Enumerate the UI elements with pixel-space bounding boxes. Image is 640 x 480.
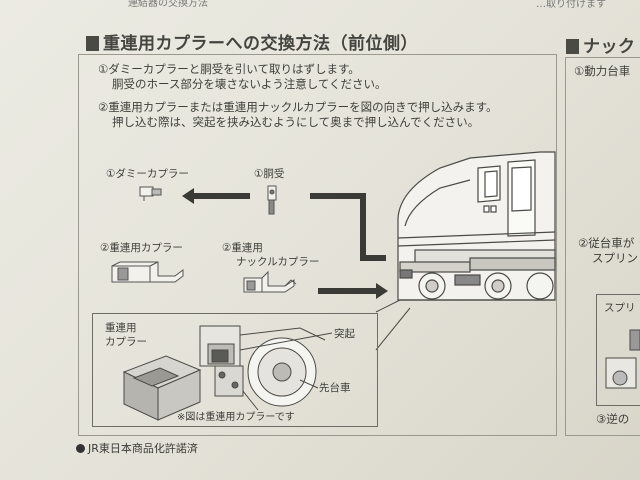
label-knuckle-line2: ナックルカプラー xyxy=(236,256,320,268)
body-mount-part xyxy=(267,185,277,215)
left-section-box xyxy=(78,54,557,436)
detail-label-coupler-line1: 重連用 xyxy=(105,322,137,334)
footer: JR東日本商品化許諾済 xyxy=(76,440,198,456)
step1-line2: 胴受のホース部分を壊さないよう注意してください。 xyxy=(112,77,387,91)
train-illustration xyxy=(397,151,556,301)
callout-pointer xyxy=(375,299,411,351)
arrow-bent xyxy=(310,193,386,261)
left-section-title-text: 重連用カプラーへの交換方法（前位側） xyxy=(103,34,418,54)
arrow-right xyxy=(318,283,388,299)
section-square-icon xyxy=(566,39,579,54)
dummy-coupler-part xyxy=(139,186,162,201)
right-section-title-text: ナック xyxy=(583,37,636,57)
detail-label-lead-truck: 先台車 xyxy=(319,382,351,394)
section-square-icon xyxy=(86,36,99,51)
step2-line2: 押し込む際は、突起を挟み込むようにして奥まで押し込んでください。 xyxy=(112,115,480,129)
right-step2-line1: ②従台車が xyxy=(578,236,635,250)
top-right-partial-text: …取り付けます xyxy=(536,0,606,10)
step1-line1: ①ダミーカプラーと胴受を引いて取りはずします。 xyxy=(98,62,360,76)
step2-line1: ②重連用カプラーまたは重連用ナックルカプラーを図の向きで押し込みます。 xyxy=(98,100,498,114)
label-coupler: ②重連用カプラー xyxy=(100,242,183,254)
bullet-dot-icon xyxy=(76,444,85,453)
top-partial-text: 連結器の交換方法 xyxy=(128,0,208,9)
knuckle-coupler-part xyxy=(243,270,297,293)
detail-note: ※図は重連用カプラーです xyxy=(177,412,295,423)
right-section-box xyxy=(565,57,640,436)
coupler-part xyxy=(111,261,184,283)
label-dummy-coupler: ①ダミーカプラー xyxy=(106,168,189,180)
detail-label-protrusion: 突起 xyxy=(334,328,355,340)
label-body-mount: ①胴受 xyxy=(254,168,285,180)
right-step3: ③逆の xyxy=(596,412,630,426)
right-section-title: ナック xyxy=(566,32,636,57)
detail-box xyxy=(92,313,378,427)
right-inner-label: スプリ xyxy=(604,302,636,314)
left-section-title: 重連用カプラーへの交換方法（前位側） xyxy=(86,29,418,54)
arrow-left xyxy=(182,188,250,204)
footer-text: JR東日本商品化許諾済 xyxy=(88,442,198,455)
right-step1: ①動力台車 xyxy=(574,64,631,78)
right-step2-line2: スプリン xyxy=(592,251,638,265)
right-detail-box xyxy=(596,294,640,406)
label-knuckle-line1: ②重連用 xyxy=(222,242,263,254)
detail-label-coupler-line2: カプラー xyxy=(105,336,147,348)
